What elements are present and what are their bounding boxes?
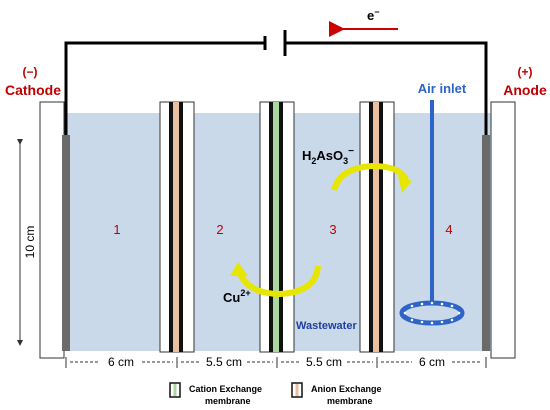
height-label: 10 cm — [23, 226, 37, 259]
left-end-plate — [39, 101, 65, 359]
arsenite-transport-arrow — [331, 162, 409, 191]
compartment-4: 4 — [445, 222, 452, 237]
compartment-3: 3 — [329, 222, 336, 237]
anode-electrode — [482, 135, 490, 351]
wastewater-label: Wastewater — [296, 320, 357, 332]
right-end-plate — [490, 101, 516, 359]
legend-anion-line1: Anion Exchange — [311, 384, 382, 394]
cation-membrane — [259, 101, 295, 353]
arsenite-arrow-head — [398, 176, 412, 193]
cathode-label: Cathode — [5, 82, 61, 98]
cathode-sign: (−) — [23, 65, 38, 79]
copper-transport-arrow — [237, 265, 321, 298]
legend-cation-line2: membrane — [205, 396, 251, 406]
air-inlet-label: Air inlet — [418, 81, 467, 96]
width-label-1: 6 cm — [108, 355, 134, 369]
legend-cation-line1: Cation Exchange — [189, 384, 262, 394]
electron-label: e− — [367, 7, 380, 23]
compartment-1: 1 — [113, 222, 120, 237]
anion-membrane-2 — [359, 101, 395, 353]
anion-membrane-1 — [159, 101, 195, 353]
diffuser-holes — [403, 301, 461, 325]
width-dimension-lines — [65, 357, 487, 368]
circuit-wire — [64, 41, 488, 135]
cathode-electrode — [62, 135, 70, 351]
compartment-2: 2 — [216, 222, 223, 237]
copper-label: Cu2+ — [223, 288, 251, 305]
width-label-3: 5.5 cm — [306, 355, 342, 369]
anode-label: Anode — [503, 82, 547, 98]
width-label-2: 5.5 cm — [206, 355, 242, 369]
legend: Cation Exchange membrane Anion Exchange … — [169, 382, 382, 406]
arsenite-label: H2AsO3− — [302, 146, 354, 166]
legend-anion-line2: membrane — [327, 396, 373, 406]
copper-arrow-head — [230, 262, 248, 276]
width-label-4: 6 cm — [419, 355, 445, 369]
anode-sign: (+) — [518, 65, 533, 79]
